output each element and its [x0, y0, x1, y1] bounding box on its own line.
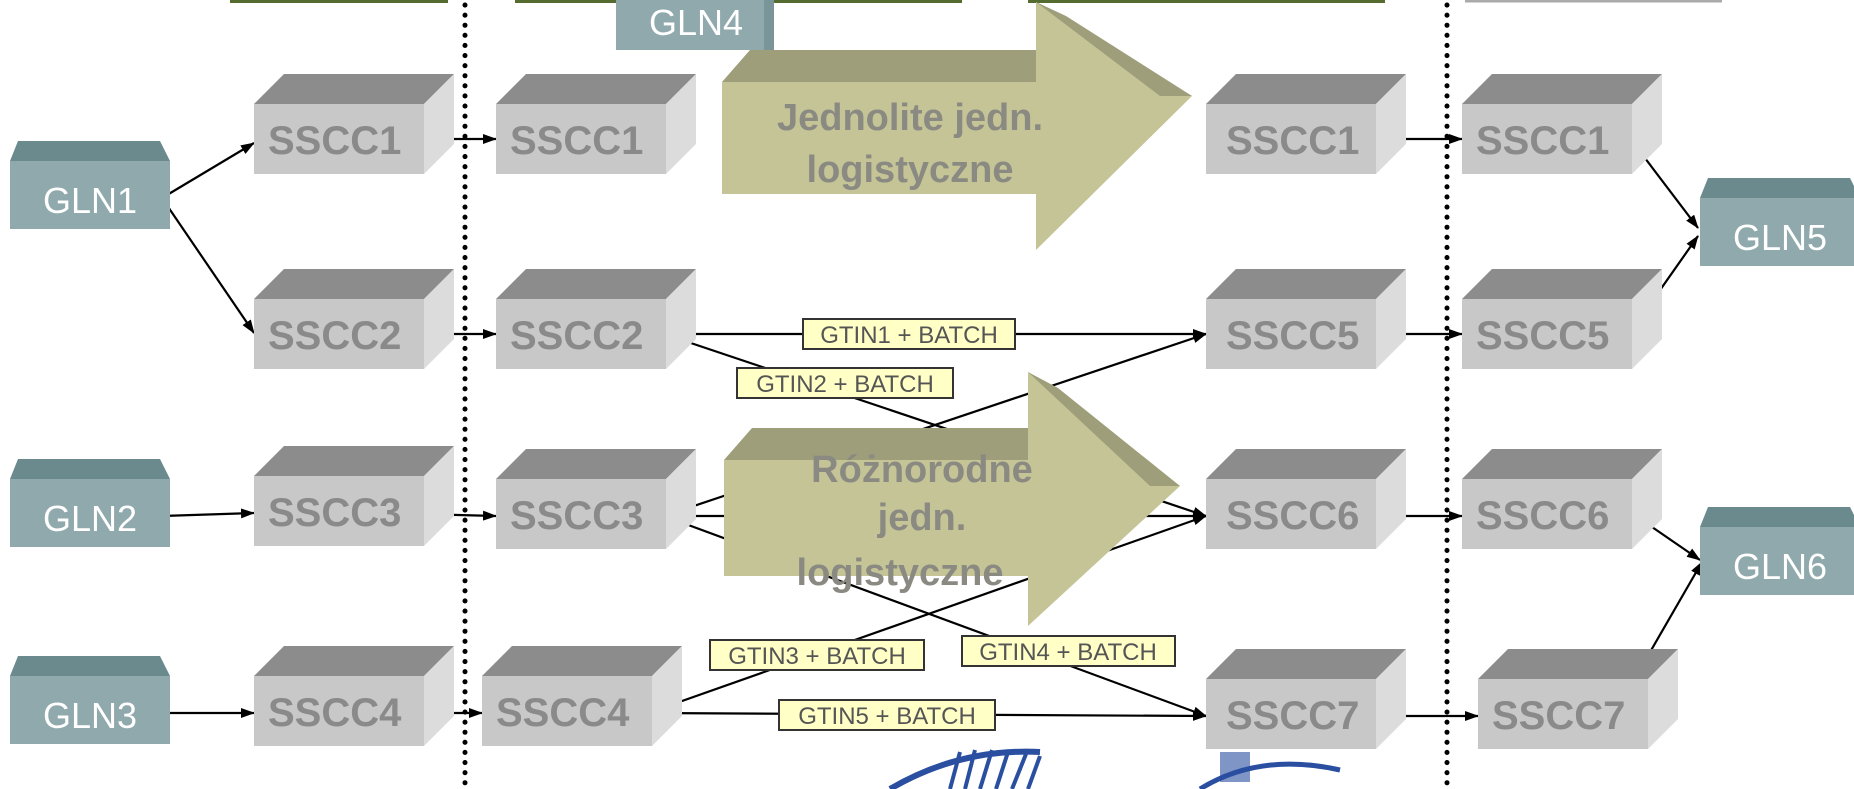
gln1-node: GLN1	[10, 141, 170, 229]
gln2-node: GLN2	[10, 459, 170, 547]
sscc6-col3-label: SSCC6	[1226, 494, 1359, 538]
sscc7-col3: SSCC7	[1206, 649, 1406, 749]
sscc1-col2-label: SSCC1	[510, 119, 643, 163]
gln6-label: GLN6	[1733, 546, 1827, 587]
tag-gtin1: GTIN1 + BATCH	[802, 318, 1016, 350]
gln5-node: GLN5	[1700, 178, 1854, 266]
sscc4-col1: SSCC4	[254, 646, 454, 746]
tag-gtin3: GTIN3 + BATCH	[709, 639, 925, 671]
tag-gtin2-label: GTIN2 + BATCH	[756, 371, 934, 398]
gln2-label: GLN2	[43, 498, 137, 539]
tag-gtin4-label: GTIN4 + BATCH	[979, 639, 1157, 666]
gln6-node: GLN6	[1700, 507, 1854, 595]
sscc2-col1: SSCC2	[254, 269, 454, 369]
bottom-logo	[888, 748, 1341, 789]
sscc5-col4-label: SSCC5	[1476, 314, 1609, 358]
gln4-node: GLN4	[616, 0, 774, 50]
gln5-label: GLN5	[1733, 217, 1827, 258]
sscc3-col2-label: SSCC3	[510, 494, 643, 538]
sscc6-col3: SSCC6	[1206, 449, 1406, 549]
uniform-units-arrow: Jednolite jedn. logistyczne	[722, 2, 1192, 250]
sscc1-col1: SSCC1	[254, 74, 454, 174]
mixed-units-line1: Różnorodne	[811, 449, 1033, 491]
line-gln1-sscc2	[161, 197, 255, 334]
mixed-units-arrow: Różnorodne jedn. logistyczne	[724, 372, 1180, 626]
gln4-label: GLN4	[649, 2, 743, 43]
sscc1-col3: SSCC1	[1206, 74, 1406, 174]
sscc1-col4-label: SSCC1	[1476, 119, 1609, 163]
uniform-units-line2: logistyczne	[807, 149, 1014, 191]
gln3-label: GLN3	[43, 695, 137, 736]
sscc4-col2: SSCC4	[482, 646, 682, 746]
gln1-label: GLN1	[43, 180, 137, 221]
sscc6-col4: SSCC6	[1462, 449, 1662, 549]
line-sscc4-sscc6	[647, 514, 1207, 715]
sscc2-col1-label: SSCC2	[268, 314, 401, 358]
sscc3-col1-label: SSCC3	[268, 491, 401, 535]
sscc5-col3-label: SSCC5	[1226, 314, 1359, 358]
tag-gtin3-label: GTIN3 + BATCH	[728, 643, 906, 670]
tag-gtin5: GTIN5 + BATCH	[778, 699, 996, 731]
sscc5-col4: SSCC5	[1462, 269, 1662, 369]
sscc1-col4: SSCC1	[1462, 74, 1662, 174]
tag-gtin5-label: GTIN5 + BATCH	[798, 703, 976, 730]
sscc2-col2-label: SSCC2	[510, 314, 643, 358]
mixed-units-line2: jedn.	[877, 497, 967, 539]
sscc7-col4: SSCC7	[1478, 649, 1678, 749]
sscc5-col3: SSCC5	[1206, 269, 1406, 369]
sscc3-col2: SSCC3	[496, 449, 696, 549]
sscc7-col3-label: SSCC7	[1226, 694, 1359, 738]
sscc4-col1-label: SSCC4	[268, 691, 402, 735]
sscc3-col1: SSCC3	[254, 446, 454, 546]
sscc1-col2: SSCC1	[496, 74, 696, 174]
sscc1-col1-label: SSCC1	[268, 119, 401, 163]
gln3-node: GLN3	[10, 656, 170, 744]
line-gln2-sscc3	[161, 508, 255, 519]
line-gln1-sscc1	[161, 142, 255, 199]
tag-gtin4: GTIN4 + BATCH	[961, 635, 1176, 667]
sscc7-col4-label: SSCC7	[1492, 694, 1625, 738]
sscc2-col2: SSCC2	[496, 269, 696, 369]
sscc4-col2-label: SSCC4	[496, 691, 630, 735]
tag-gtin1-label: GTIN1 + BATCH	[820, 322, 998, 349]
tag-gtin2: GTIN2 + BATCH	[736, 367, 954, 399]
uniform-units-line1: Jednolite jedn.	[777, 97, 1043, 139]
sscc1-col3-label: SSCC1	[1226, 119, 1359, 163]
mixed-units-line3: logistyczne	[797, 552, 1004, 594]
sscc6-col4-label: SSCC6	[1476, 494, 1609, 538]
